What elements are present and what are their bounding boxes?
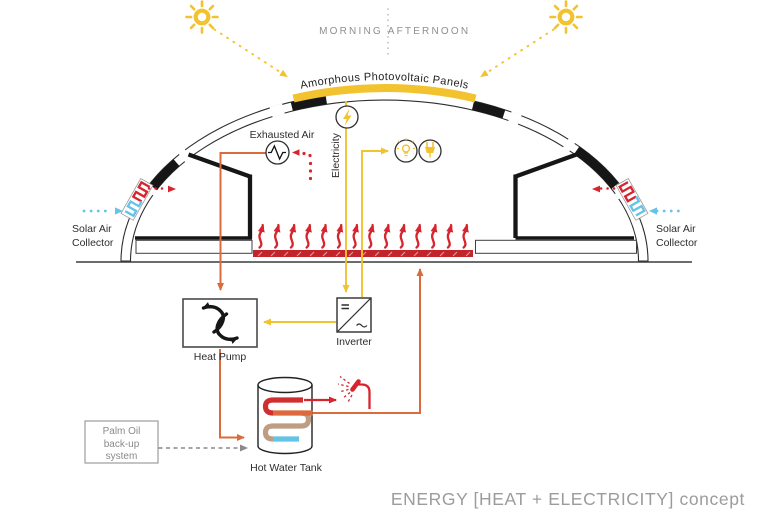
- palm-oil-label-3: system: [106, 451, 138, 462]
- floor-coil-marks: [257, 251, 471, 257]
- left-room-walls: [135, 152, 253, 254]
- palm-oil-box: [84, 420, 159, 464]
- fan-zigzag-glyph: [268, 144, 286, 161]
- electricity-label: Electricity: [330, 132, 342, 178]
- palm-oil-label-2: back-up: [104, 439, 140, 450]
- right-room-walls: [475, 152, 637, 254]
- solar-air-collector-right-label-2: Collector: [656, 237, 698, 249]
- heat-pump-cycle-icon: [201, 302, 239, 344]
- solar-air-collector-left-label-2: Collector: [72, 237, 114, 249]
- solar-air-collector-right-label-1: Solar Air: [656, 223, 696, 235]
- exhaust-air-dots: [302, 151, 313, 181]
- heatpump-to-tank-pipe: [219, 349, 245, 441]
- warm-air-right-arrow: [592, 185, 600, 193]
- dc-ac-inverter-icon: [337, 298, 371, 332]
- tank-body: [257, 385, 313, 455]
- bulb-glyph: [396, 138, 416, 157]
- hot-water-tank-label: Hot Water Tank: [250, 462, 323, 474]
- pv-panel: [292, 84, 477, 103]
- sun-icon-morning: [187, 2, 218, 33]
- tank-top: [257, 376, 313, 394]
- exhausted-air-label: Exhausted Air: [250, 129, 315, 141]
- plug-glyph: [425, 142, 435, 158]
- warm-air-left-arrow: [168, 185, 176, 193]
- heat-pump-label: Heat Pump: [194, 351, 247, 363]
- inverter-to-appliances-line: [361, 147, 389, 297]
- lightning-glyph: [343, 108, 352, 126]
- exhaust-to-heatpump-pipe: [217, 152, 266, 291]
- sunbeam-afternoon-arrow: [480, 28, 555, 78]
- shower-icon: [337, 375, 371, 409]
- sunbeam-morning-arrow: [213, 28, 288, 78]
- rising-heat-arrows: [258, 223, 469, 249]
- afternoon-label: AFTERNOON: [388, 26, 471, 37]
- cool-air-in-left-arrow: [115, 207, 123, 215]
- tank-coil: [262, 397, 313, 442]
- dome-shell: [120, 90, 649, 262]
- underfloor-heating-slab: [253, 250, 473, 257]
- palm-oil-label-1: Palm Oil: [103, 426, 141, 437]
- inverter-label: Inverter: [336, 336, 372, 348]
- exhaust-air-arrow: [292, 149, 300, 156]
- light-bulb-icon: [394, 139, 418, 163]
- diagram-caption: ENERGY [HEAT + ELECTRICITY] concept: [391, 489, 745, 509]
- cool-air-in-right-arrow: [649, 207, 657, 215]
- solar-air-collector-left-label-1: Solar Air: [72, 223, 112, 235]
- sun-icon-afternoon: [551, 2, 582, 33]
- tank-to-floor-pipe: [312, 268, 424, 414]
- morning-label: MORNING: [319, 26, 383, 37]
- dome-shell-black-segments: [149, 95, 619, 191]
